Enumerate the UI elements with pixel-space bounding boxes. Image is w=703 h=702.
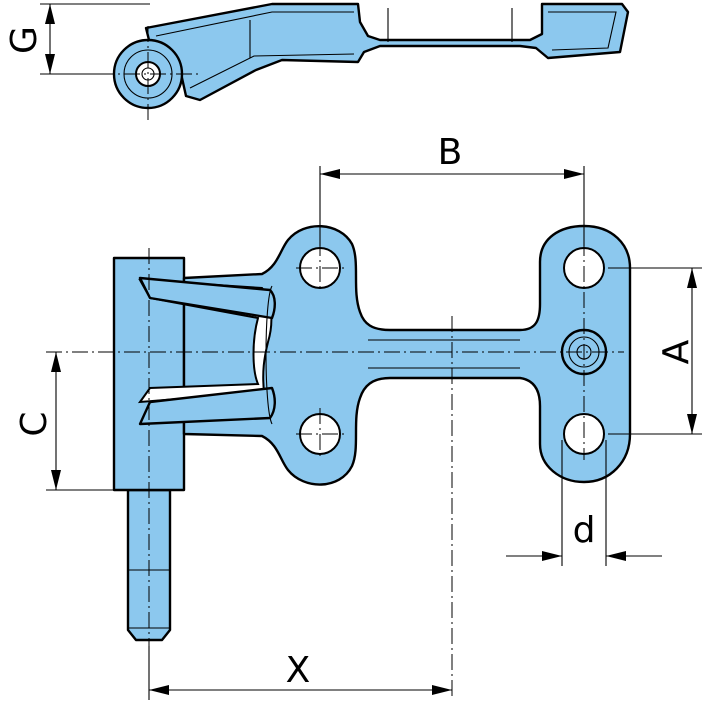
dimension-label-C: C	[14, 411, 55, 436]
dimension-A: A	[608, 267, 702, 435]
side-view-edge-mid	[189, 53, 355, 89]
dimension-label-A: A	[656, 339, 697, 364]
side-view-edge-top	[155, 11, 354, 37]
side-view	[98, 2, 630, 124]
dimension-C: C	[14, 352, 128, 491]
front-view	[46, 224, 632, 700]
dimension-label-G: G	[4, 26, 45, 54]
dimension-label-d: d	[573, 510, 596, 551]
dimension-label-X: X	[286, 650, 311, 691]
side-view-arm	[144, 2, 630, 102]
body-fillet-inner	[368, 339, 520, 369]
dimension-G: G	[4, 3, 150, 75]
dimension-X: X	[148, 646, 452, 700]
side-view-edge-right	[548, 11, 617, 51]
body-fillet-left	[265, 285, 273, 425]
dimension-d: d	[506, 440, 662, 566]
dimension-B: B	[319, 132, 585, 246]
dimension-label-B: B	[438, 132, 463, 173]
